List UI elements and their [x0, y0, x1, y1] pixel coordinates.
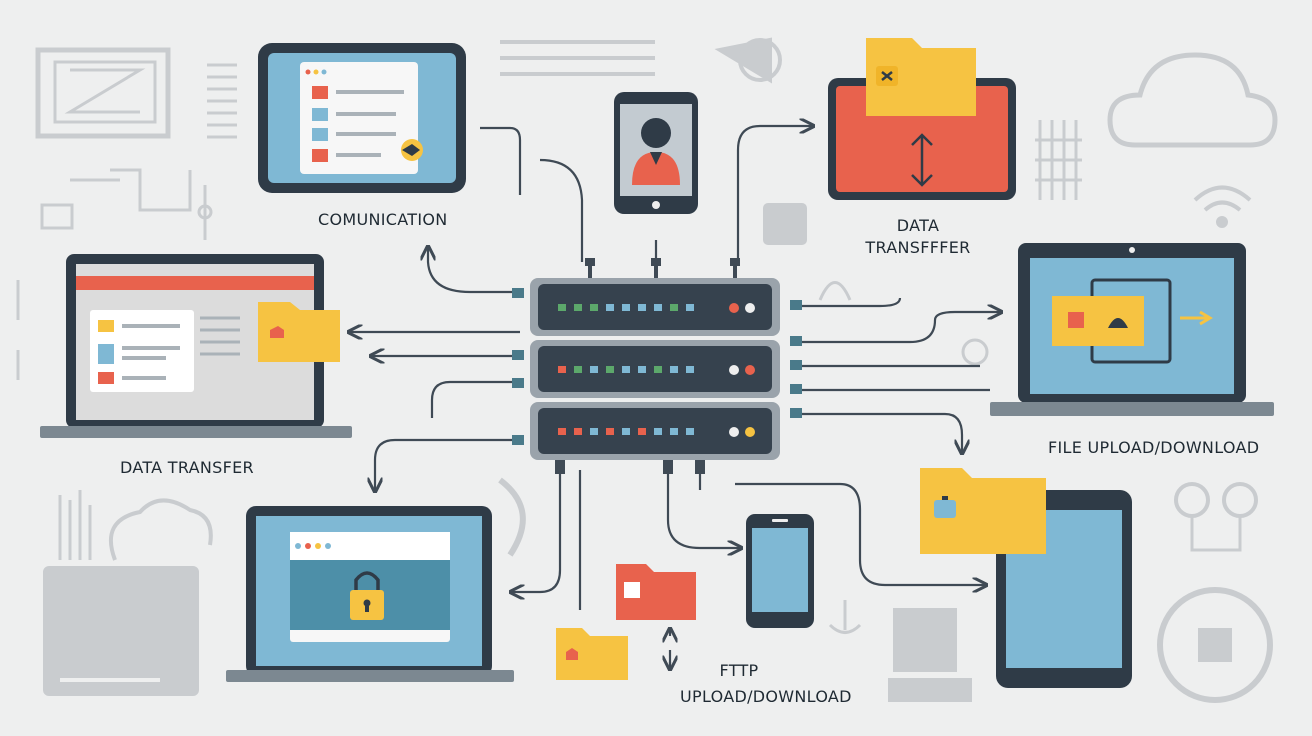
label-data-transfer-right-1: DATA	[896, 216, 940, 235]
user-profile-icon	[614, 92, 698, 214]
background-decor	[16, 37, 1278, 703]
folder-transfer-icon	[828, 38, 1016, 200]
laptop-data-transfer	[40, 254, 352, 438]
server-rack-icon	[512, 258, 802, 474]
label-communication: COMUNICATION	[318, 210, 448, 229]
lock-icon	[226, 506, 514, 682]
laptop-file-transfer	[990, 243, 1274, 416]
label-fttp-upload-download: UPLOAD/DOWNLOAD	[680, 687, 852, 706]
label-data-transfer-left: DATA TRANSFER	[120, 458, 254, 477]
label-file-upload-download: FILE UPLOAD/DOWNLOAD	[1048, 438, 1260, 457]
label-data-transfer-right-2: TRANSFFFER	[865, 238, 971, 257]
tablet-file-icon	[920, 468, 1132, 688]
email-window-icon	[258, 43, 466, 193]
connectors	[350, 126, 1000, 670]
label-fttp: FTTP	[719, 661, 759, 680]
phone-icon	[746, 514, 814, 628]
folder-icon	[556, 564, 696, 680]
